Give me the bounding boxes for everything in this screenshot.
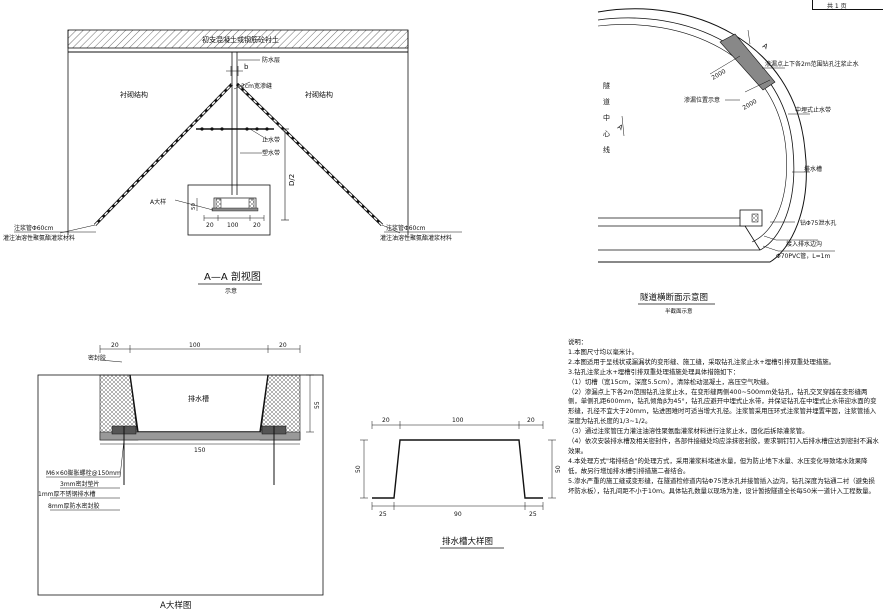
centerline-label: 隧 道 中 心 线 — [603, 81, 610, 154]
dim-2000-b: 2000 — [742, 98, 759, 112]
g-dim-25a: 25 — [379, 511, 387, 518]
svg-text:线: 线 — [603, 145, 610, 154]
pvc-label: Φ70PVC管，L=1m — [776, 252, 830, 260]
svg-text:中: 中 — [603, 113, 610, 122]
b-label: b — [244, 63, 249, 71]
drain-label: 排水槽 — [188, 394, 209, 403]
section-aa-title: A—A 剖视图 — [204, 270, 261, 283]
left-lining-label: 衬砌结构 — [120, 90, 148, 99]
a-detail-box — [187, 184, 271, 236]
a-dim-55: 55 — [314, 401, 321, 409]
a-detail-frame — [37, 374, 324, 596]
notes-title: 说明： — [568, 338, 588, 346]
dim-2000-a: 2000 — [711, 68, 728, 82]
grout-zone — [719, 33, 776, 91]
g-dim-20b: 20 — [527, 417, 535, 424]
gasket8-label: 8mm厚防水密封胶 — [48, 502, 100, 510]
sheet-count-box: 共 1 页 — [812, 0, 883, 10]
section-aa-subtitle: 示意 — [225, 287, 237, 295]
a-detail-title: A大样图 — [160, 600, 191, 611]
a-dim-20b: 20 — [279, 342, 287, 349]
g-dim-90: 90 — [454, 511, 462, 518]
waterproof-label: 防水层 — [262, 56, 280, 64]
mark-a2: A — [616, 123, 624, 132]
drain-groove-shape — [129, 374, 269, 433]
svg-text:道: 道 — [603, 97, 610, 106]
water-stop-label: 中埋式止水带 — [795, 106, 831, 114]
left-pipe-label: 注浆管Φ60cm — [14, 224, 54, 232]
drill-hole-label: 钻Φ75泄水孔 — [800, 219, 836, 227]
note-item: 1.本图尺寸均以毫米计。 — [568, 347, 639, 356]
left-pipe-note: 灌注油溶性聚氨酯灌浆材料 — [3, 234, 75, 242]
tunnel-section: A A 2000 2000 渗漏点上下各2m范围钻孔注浆止水 渗漏位置示意 中埋… — [597, 8, 859, 315]
dim-20-right: 20 — [253, 222, 261, 229]
tunnel-title: 隧道横断面示意图 — [640, 292, 708, 303]
groove-title: 排水槽大样图 — [442, 536, 493, 547]
right-pipe-note: 灌注油溶性聚氨酯灌浆材料 — [380, 234, 452, 242]
ditch-label: 接入排水边沟 — [786, 240, 822, 248]
gasket3-label: 3mm密封垫片 — [60, 480, 100, 488]
g-dim-20a: 20 — [382, 417, 390, 424]
a-detail-label: A大样 — [150, 198, 166, 206]
note-item: （3）通过注浆管压力灌注油溶性聚氨酯灌浆材料进行注浆止水，固化后拆除灌浆管。 — [568, 427, 809, 436]
grout-label: 渗漏点上下各2m范围钻孔注浆止水 — [765, 60, 859, 68]
top-layer-label: 初支混凝土或钢筋砼衬土 — [202, 35, 279, 44]
notes-block: 说明： 1.本图尺寸均以毫米计。 2.本图适用于呈线状或漏漏状的变形缝、施工缝，… — [568, 338, 880, 497]
mark-a1: A — [761, 42, 769, 51]
gasket1-label: 1mm厚不锈钢排水槽 — [38, 490, 96, 498]
sheet-count: 共 1 页 — [827, 3, 847, 10]
groove-profile — [372, 439, 543, 499]
a-dim-150: 150 — [194, 447, 206, 454]
sponge-belt-label: 塑水带 — [262, 149, 280, 157]
g-dim-100: 100 — [452, 417, 464, 424]
svg-text:心: 心 — [603, 130, 610, 138]
dim-50: 50 — [191, 203, 197, 210]
tunnel-outer-lining — [597, 8, 807, 263]
note-item: 4.本处理方式"堵排结合"的处理方式，采用灌浆料堵进水量，但为防止地下水量、水压… — [568, 456, 868, 475]
a-dim-100: 100 — [189, 342, 201, 349]
gap-label: 2cm宽渗缝 — [241, 82, 272, 90]
note-item: （4）依次安装排水槽及相关密封件，各部件接缝处均应涂抹密封胶，要求钢钉钉入后排水… — [568, 437, 879, 455]
half-depth-label: D/2 — [288, 174, 296, 186]
g-dim-25b: 25 — [529, 511, 537, 518]
note-item: 3.钻孔注浆止水+埋槽引排双重处理措施处理具体措施如下： — [568, 367, 740, 376]
note-item: （1）切槽（宽15cm，深度5.5cm），清除松动混凝土，高压空气吹缝。 — [568, 377, 773, 386]
groove-detail: 20 100 20 50 50 25 90 25 排水槽大样图 — [355, 417, 562, 549]
right-lining-label: 衬砌结构 — [305, 90, 333, 99]
section-aa: 初支混凝土或钢筋砼衬土 衬砌结构 衬砌结构 b 防水层 2cm宽渗缝 止水带 塑… — [3, 29, 462, 295]
right-pipe-label: 注浆管Φ60cm — [386, 224, 426, 232]
water-belt-label: 止水带 — [262, 136, 280, 144]
sealant-label: 密封胶 — [88, 354, 106, 362]
note-item: 5.渗水严重的施工缝或变形缝，在隧道检修道内钻Φ75泄水孔并接管插入边沟，钻孔深… — [568, 476, 875, 495]
a-dim-20a: 20 — [111, 342, 119, 349]
tunnel-inner-lining — [597, 17, 795, 251]
a-detail: 20 100 20 密封胶 排水槽 55 150 M6×60膨胀螺栓@150mm… — [37, 342, 324, 611]
dim-100: 100 — [227, 222, 239, 229]
drain-groove-label: 排水槽 — [804, 165, 822, 173]
g-dim-50b: 50 — [555, 465, 562, 473]
note-item: 2.本图适用于呈线状或漏漏状的变形缝、施工缝，采取钻孔注浆止水+埋槽引排双重处理… — [568, 357, 836, 366]
tunnel-subtitle: 半截面示意 — [665, 307, 693, 315]
grout-pos-label: 渗漏位置示意 — [684, 96, 720, 104]
bolt-label: M6×60膨胀螺栓@150mm — [46, 469, 121, 477]
g-dim-50a: 50 — [355, 465, 362, 473]
note-item: （2）渗漏点上下各2m范围钻孔注浆止水，在变形缝两侧400~500mm处钻孔，钻… — [568, 387, 877, 426]
dim-20-left: 20 — [206, 222, 214, 229]
svg-text:隧: 隧 — [603, 81, 610, 90]
